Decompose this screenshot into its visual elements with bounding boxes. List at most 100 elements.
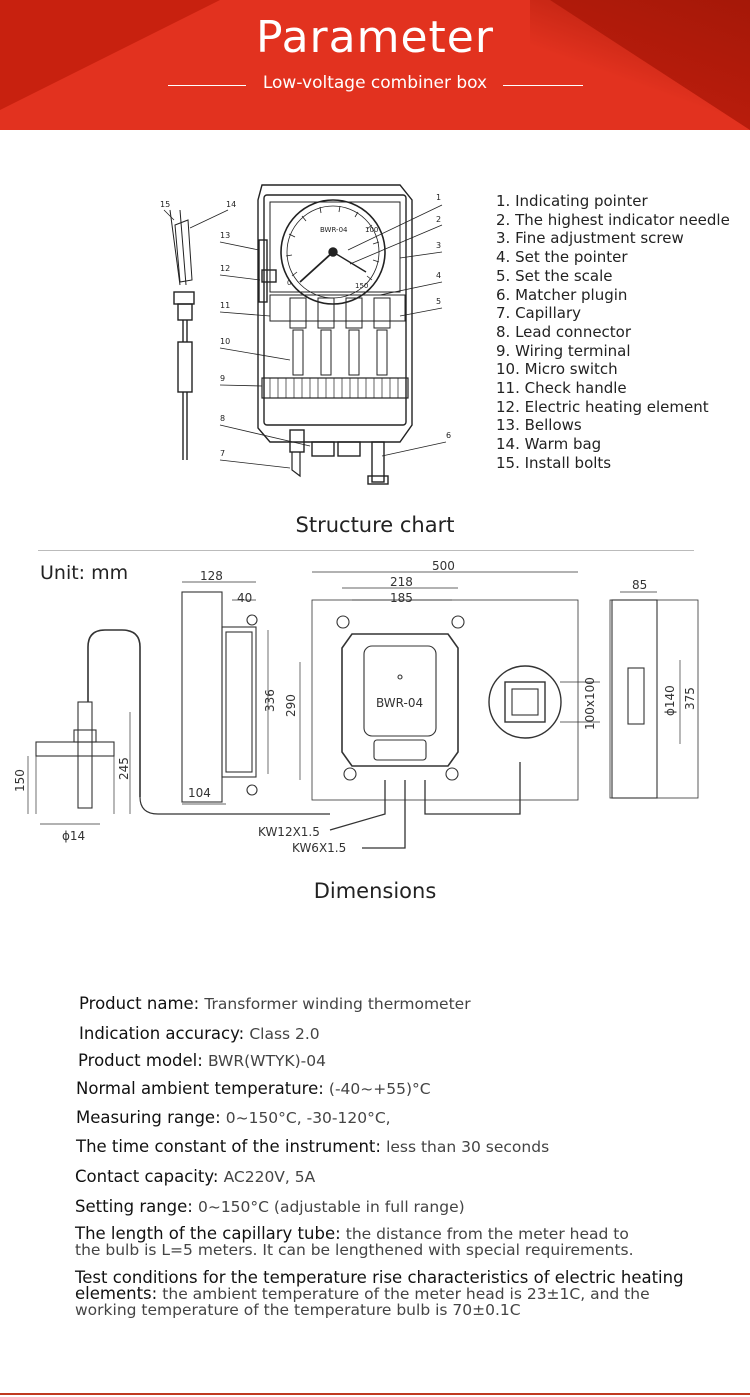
dim-kw6: KW6X1.5 [292,841,346,855]
legend-item: 8. Lead connector [496,322,632,341]
dim-104: 104 [188,786,211,800]
dim-kw12: KW12X1.5 [258,825,320,839]
callout-13: 13 [220,231,230,240]
legend-item: 10. Micro switch [496,360,618,379]
callout-9: 9 [220,374,225,383]
structure-drawing: BWR-04 0 100 150 1 2 3 4 5 6 7 8 9 10 11… [160,184,451,485]
dim-150: 150 [13,769,27,792]
spec-contact-capacity: Contact capacity: AC220V, 5A [75,1167,715,1186]
dim-336: 336 [263,689,277,712]
legend-item: 15. Install bolts [496,453,612,472]
legend-item: 13. Bellows [496,416,582,435]
spec-value: the ambient temperature of the meter hea… [162,1285,650,1303]
spec-value: AC220V, 5A [223,1168,316,1186]
spec-indication-accuracy: Indication accuracy: Class 2.0 [79,1024,719,1043]
dimensions-drawing: 128 40 336 104 500 218 185 290 BWR-04 85… [13,559,699,855]
callout-10: 10 [220,337,230,346]
spec-label: Indication accuracy: [79,1024,245,1043]
spec-value-continued: working temperature of the temperature b… [75,1301,521,1319]
legend-item: 4. Set the pointer [496,248,628,267]
dim-218: 218 [390,575,413,589]
subtitle-row: Low-voltage combiner box [0,73,750,97]
callout-15: 15 [160,200,170,209]
unit-label: Unit: mm [40,562,129,584]
callout-12: 12 [220,264,230,273]
spec-label: The time constant of the instrument: [76,1137,381,1156]
spec-product-name: Product name: Transformer winding thermo… [79,994,719,1013]
page-subtitle: Low-voltage combiner box [262,73,488,93]
bottom-rule [0,1393,750,1395]
spec-label: Setting range: [75,1197,193,1216]
structure-caption: Structure chart [295,513,455,537]
spec-setting-range: Setting range: 0~150°C (adjustable in fu… [75,1197,715,1216]
subtitle-line-right [503,85,583,86]
spec-measuring-range: Measuring range: 0~150°C, -30-120°C, [76,1108,716,1127]
spec-label-continued: elements: [75,1284,158,1303]
callout-1: 1 [436,193,441,202]
spec-capillary-length: The length of the capillary tube: the di… [75,1224,715,1259]
legend-item: 1. Indicating pointer [496,192,648,210]
dim-40: 40 [237,591,252,605]
dim-290: 290 [284,694,298,717]
callout-4: 4 [436,271,441,280]
callout-3: 3 [436,241,441,250]
callout-7: 7 [220,449,225,458]
spec-label: Normal ambient temperature: [76,1079,324,1098]
callout-14: 14 [226,200,236,209]
dial-model-label: BWR-04 [320,226,348,234]
dim-phi14: ϕ14 [62,829,85,843]
header-shade-corner [530,0,750,130]
dial-scale-low: 0 [287,279,291,287]
callout-11: 11 [220,301,230,310]
dim-185: 185 [390,591,413,605]
spec-value-continued: the bulb is L=5 meters. It can be length… [75,1241,634,1259]
header-shade-left [0,0,220,130]
spec-label: Product model: [78,1051,203,1070]
spec-value: less than 30 seconds [386,1138,550,1156]
spec-value: (-40~+55)°C [328,1080,431,1098]
legend-item: 6. Matcher plugin [496,285,628,304]
legend-item: 3. Fine adjustment screw [496,229,684,248]
spec-label: Test conditions for the temperature rise… [75,1268,684,1287]
spec-label: Measuring range: [76,1108,221,1127]
subtitle-line-left [168,85,246,86]
spec-ambient-temperature: Normal ambient temperature: (-40~+55)°C [76,1079,716,1098]
structure-legend: 1. Indicating pointer 2. The highest ind… [496,192,730,473]
callout-5: 5 [436,297,441,306]
spec-value: Transformer winding thermometer [204,995,471,1013]
spec-label: Contact capacity: [75,1167,219,1186]
legend-item: 9. Wiring terminal [496,341,631,360]
spec-label: The length of the capillary tube: [75,1224,341,1243]
legend-item: 12. Electric heating element [496,397,709,416]
callout-8: 8 [220,414,225,423]
legend-item: 14. Warm bag [496,435,602,454]
dim-100x100: 100x100 [583,677,597,730]
spec-value: 0~150°C (adjustable in full range) [197,1198,465,1216]
section-divider [38,550,694,551]
dial-scale-mid: 100 [365,226,378,234]
dial-scale-high: 150 [355,282,368,290]
header-banner: Parameter Low-voltage combiner box [0,0,750,130]
legend-item: 7. Capillary [496,304,582,323]
legend-item: 11. Check handle [496,379,627,398]
dimensions-caption: Dimensions [313,879,437,903]
dim-85: 85 [632,578,647,592]
spec-value: Class 2.0 [249,1025,320,1043]
spec-label: Product name: [79,994,200,1013]
callout-2: 2 [436,215,441,224]
spec-value: 0~150°C, -30-120°C, [225,1109,391,1127]
spec-product-model: Product model: BWR(WTYK)-04 [78,1051,718,1070]
legend-item: 2. The highest indicator needle [496,210,730,229]
legend-item: 5. Set the scale [496,266,613,285]
dim-375: 375 [683,687,697,710]
dim-model-label: BWR-04 [376,696,423,710]
dim-500: 500 [432,559,455,573]
spec-test-conditions: Test conditions for the temperature rise… [75,1268,715,1319]
dim-128: 128 [200,569,223,583]
spec-time-constant: The time constant of the instrument: les… [76,1137,716,1156]
spec-value: BWR(WTYK)-04 [207,1052,326,1070]
dim-245: 245 [117,757,131,780]
spec-value: the distance from the meter head to [345,1225,629,1243]
dim-phi140: ϕ140 [663,685,677,716]
callout-6: 6 [446,431,451,440]
